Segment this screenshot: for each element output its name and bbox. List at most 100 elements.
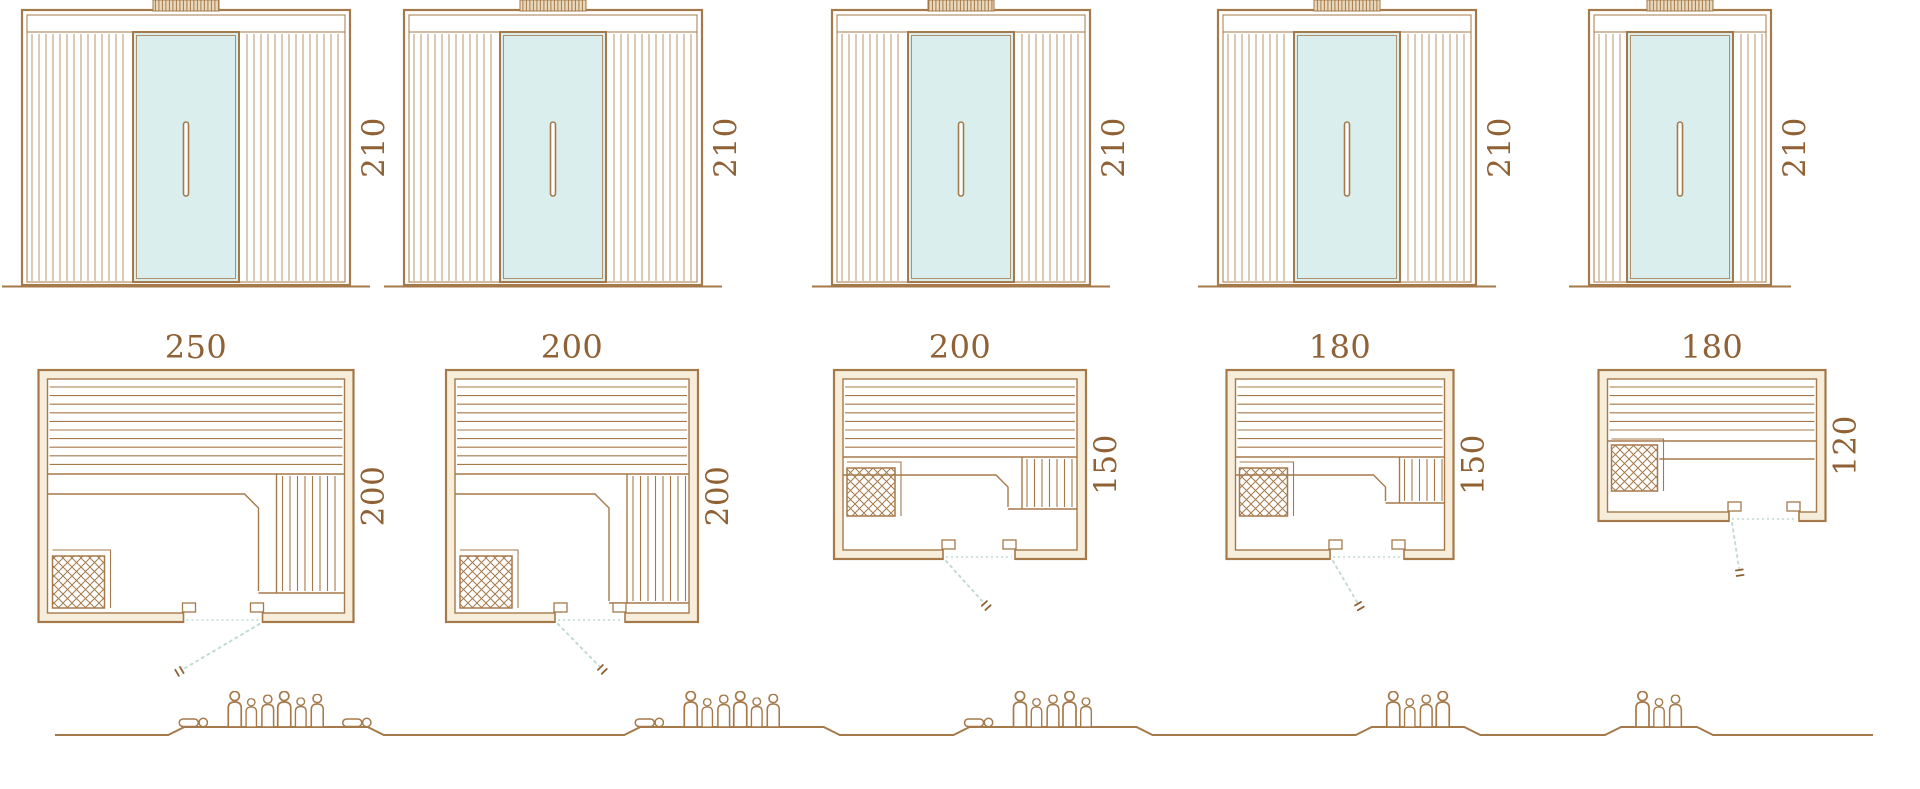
door-swing-end-mark: [1356, 605, 1365, 612]
person-icon: [683, 691, 699, 727]
person-icon: [701, 698, 714, 727]
door-handle-icon: [1343, 121, 1351, 197]
capacity-group-model-5: [1635, 691, 1683, 728]
person-icon: [294, 697, 307, 728]
door-swing-end-mark: [1734, 568, 1744, 572]
door-swing-line: [557, 623, 600, 667]
heater-icon: [459, 555, 513, 609]
bench-edge: [47, 493, 260, 591]
door-swing-end-mark: [980, 600, 988, 607]
wood-slats: [1227, 34, 1465, 281]
height-dimension-label: 210: [1777, 117, 1813, 178]
width-dimension-label: 180: [1681, 328, 1744, 366]
door-handle-icon: [549, 121, 557, 197]
door-jamb: [553, 602, 568, 613]
bench-planks: [1609, 386, 1815, 431]
depth-dimension-label: 150: [1088, 434, 1124, 495]
heater-icon: [1610, 444, 1659, 492]
bench-edge: [455, 493, 610, 601]
depth-dimension-label: 200: [700, 466, 736, 527]
width-dimension-label: 200: [929, 328, 992, 366]
door-swing-end-mark: [179, 666, 185, 674]
wood-slats: [31, 34, 339, 281]
person-icon: [1403, 698, 1416, 727]
person-icon: [766, 693, 781, 727]
heater-guard: [847, 461, 902, 516]
door-handle-icon: [182, 121, 190, 197]
reclining-person-icon: [634, 717, 665, 728]
person-icon: [1030, 698, 1043, 727]
door-swing-end-mark: [596, 664, 604, 671]
floor-plan-model-3: 200 150: [832, 328, 1124, 611]
door-handle-icon: [1676, 121, 1684, 197]
door-jamb: [1786, 501, 1801, 512]
door-swing-line: [945, 560, 984, 603]
side-bench-planks: [632, 476, 687, 601]
door-jamb: [612, 602, 627, 613]
bench-planks: [457, 386, 687, 465]
person-icon: [1435, 691, 1451, 727]
person-icon: [1046, 694, 1060, 728]
person-icon: [261, 694, 275, 728]
door-jamb: [249, 602, 265, 613]
capacity-ground-line: [55, 726, 1873, 736]
door-opening: [555, 610, 625, 625]
elevation-model-2: 210: [384, 0, 744, 288]
heater-guard: [460, 549, 519, 608]
person-icon: [732, 691, 748, 727]
elevation-model-3: 210: [812, 0, 1132, 288]
door-swing-line: [182, 623, 261, 670]
capacity-group-model-1: [178, 691, 372, 728]
person-icon: [1653, 698, 1665, 727]
bench-planks: [49, 386, 343, 465]
bench-edge: [1235, 474, 1387, 501]
door-jamb: [181, 602, 197, 613]
wood-slats: [841, 34, 1079, 281]
person-icon: [1668, 694, 1683, 728]
width-dimension-label: 200: [541, 328, 604, 366]
door-jamb: [1002, 539, 1017, 550]
reclining-person-icon: [963, 717, 994, 728]
bench-edge: [843, 474, 1009, 507]
door-swing-line: [1332, 560, 1358, 603]
person-icon: [1062, 691, 1077, 727]
glass-door: [1293, 31, 1401, 283]
person-icon: [750, 697, 763, 728]
depth-dimension-label: 200: [356, 466, 392, 527]
height-dimension-label: 210: [1482, 117, 1518, 178]
width-dimension-label: 250: [165, 328, 228, 366]
bench-planks: [1237, 386, 1443, 448]
wood-slats: [1598, 34, 1763, 281]
depth-dimension-label: 150: [1456, 434, 1492, 495]
floor-plan-model-2: 200 200: [444, 328, 736, 675]
door-swing-line: [1731, 522, 1740, 569]
bench-planks: [845, 386, 1075, 448]
heater-icon: [51, 555, 106, 609]
person-icon: [310, 693, 325, 727]
door-jamb: [1391, 539, 1406, 550]
capacity-group-model-2: [634, 691, 781, 728]
door-jamb: [941, 539, 956, 550]
heater-icon: [846, 467, 896, 517]
side-bench-planks: [281, 476, 336, 591]
depth-dimension-label: 120: [1828, 415, 1864, 476]
capacity-group-model-4: [1385, 691, 1451, 728]
side-bench-planks: [1026, 459, 1073, 507]
height-dimension-label: 210: [1096, 117, 1132, 178]
person-icon: [276, 691, 292, 727]
person-icon: [1012, 691, 1028, 727]
wood-slats: [413, 34, 692, 281]
height-dimension-label: 210: [708, 117, 744, 178]
door-swing-end-mark: [600, 668, 608, 675]
person-icon: [1419, 694, 1433, 728]
door-handle-icon: [957, 121, 965, 197]
capacity-group-model-3: [963, 691, 1093, 728]
door-jamb: [1328, 539, 1343, 550]
person-icon: [1635, 691, 1650, 727]
side-bench-planks: [1403, 459, 1443, 501]
door-swing-end-mark: [984, 604, 992, 611]
person-icon: [227, 691, 243, 727]
door-swing-end-mark: [1735, 573, 1745, 577]
